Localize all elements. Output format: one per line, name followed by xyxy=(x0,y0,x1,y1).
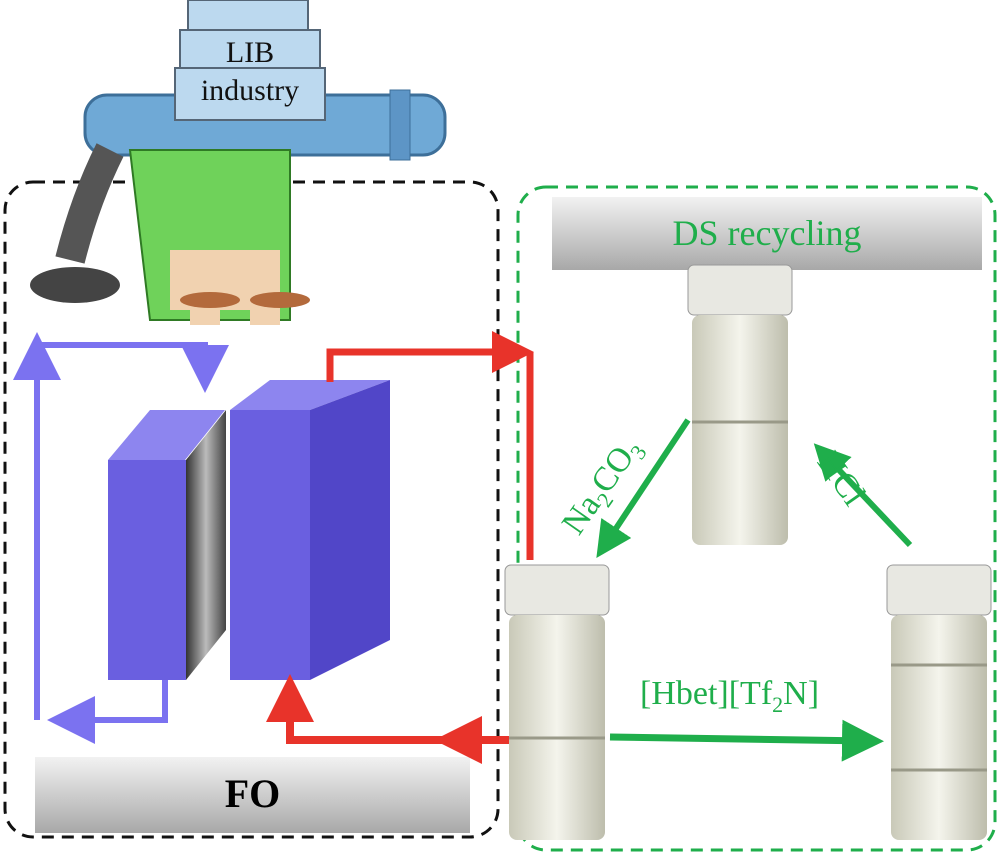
hbet-pre: [Hbet][Tf xyxy=(640,675,773,712)
fo-title: FO xyxy=(224,771,281,816)
feed-out-arrow xyxy=(47,680,168,744)
ds-title: DS recycling xyxy=(672,213,862,253)
ds-title-bar xyxy=(552,197,982,270)
hcl-arrow xyxy=(813,443,913,548)
vial-top xyxy=(687,264,793,545)
lib-label-line1: LIB xyxy=(225,36,275,69)
hbet-arrow xyxy=(609,719,884,762)
vial-left xyxy=(504,564,610,840)
vial-right xyxy=(886,564,992,840)
fo-membrane-module xyxy=(108,380,390,680)
lib-label: LIB industry xyxy=(180,34,320,110)
draw-out-arrow xyxy=(326,331,534,382)
lib-industry-cartoon xyxy=(30,0,447,325)
hbet-post: N] xyxy=(783,675,820,712)
draw-in-arrow xyxy=(266,674,450,744)
fo-frame xyxy=(3,180,500,839)
hbet-label: [Hbet][Tf2N] xyxy=(640,675,819,718)
fo-title-bar xyxy=(35,757,470,833)
ds-frame xyxy=(516,185,997,852)
hbet-sub: 2 xyxy=(772,691,784,717)
feed-in-arrow xyxy=(40,342,229,393)
na2co3-arrow xyxy=(596,418,691,558)
lib-label-line2: industry xyxy=(200,74,300,107)
